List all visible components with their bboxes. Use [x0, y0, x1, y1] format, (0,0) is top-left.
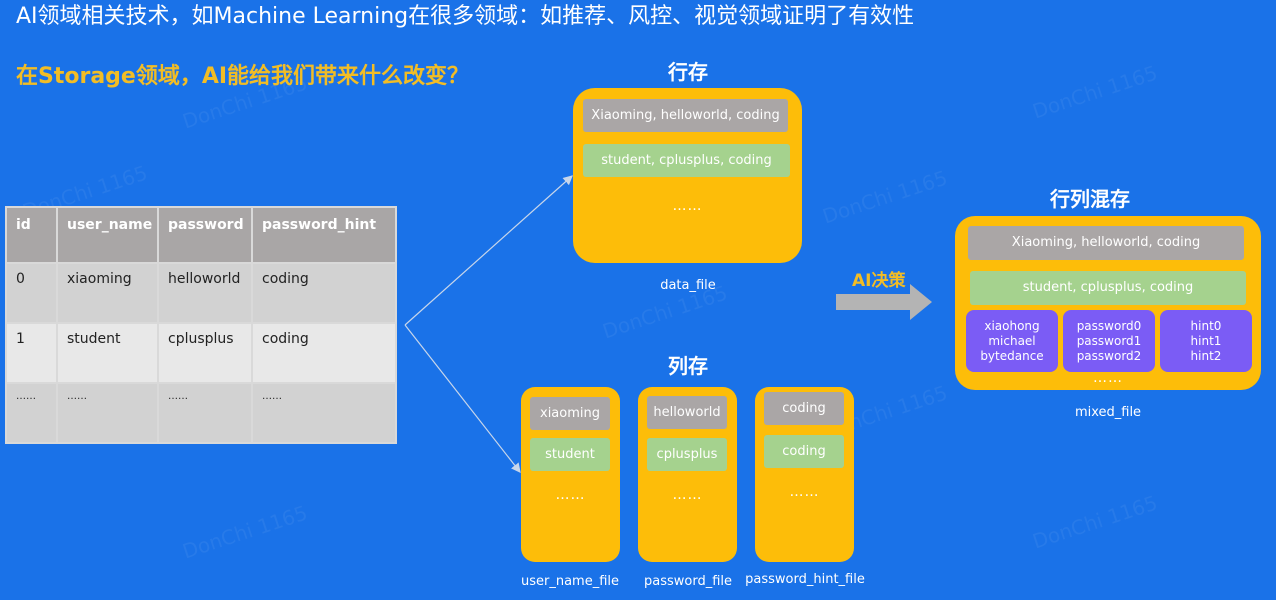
block-value: michael	[988, 334, 1036, 348]
block-value: xiaohong	[984, 319, 1040, 333]
ai-decision-arrow	[836, 284, 932, 320]
column-value: xiaoming	[530, 397, 610, 430]
table-cell: coding	[251, 262, 397, 324]
table-cell: ……	[157, 382, 253, 444]
ellipsis: ……	[672, 487, 703, 503]
column-value: coding	[764, 392, 844, 425]
ellipsis: ……	[555, 487, 586, 503]
user-name-file-label: user_name_file	[520, 574, 620, 589]
table-cell: helloworld	[157, 262, 253, 324]
question-text: 在Storage领域，AI能给我们带来什么改变？	[16, 64, 470, 89]
block-value: hint0	[1190, 319, 1222, 333]
column-header: user_name	[56, 206, 159, 264]
row-record-2: student, cplusplus, coding	[970, 271, 1246, 305]
table-cell: ……	[5, 382, 58, 444]
table-cell: ……	[251, 382, 397, 444]
table-cell: ……	[56, 382, 159, 444]
ai-decision-label: AI决策	[852, 271, 906, 291]
ellipsis: ……	[1093, 370, 1123, 386]
row-record-1: Xiaoming, helloworld, coding	[968, 226, 1244, 260]
column-header: id	[5, 206, 58, 264]
block-value: hint2	[1190, 349, 1222, 363]
row-record-2: student, cplusplus, coding	[583, 144, 790, 177]
column-value: cplusplus	[647, 438, 727, 471]
table-cell: student	[56, 322, 159, 384]
column-value: student	[530, 438, 610, 471]
table-cell: xiaoming	[56, 262, 159, 324]
block-value: hint1	[1190, 334, 1222, 348]
table-row: …… …… …… ……	[5, 382, 397, 444]
column-block-hints: hint0 hint1 hint2	[1160, 310, 1252, 372]
column-header: password_hint	[251, 206, 397, 264]
headline: AI领域相关技术，如Machine Learning在很多领域：如推荐、风控、视…	[16, 4, 915, 29]
column-box-user-name: xiaoming student ……	[521, 387, 620, 562]
column-value: coding	[764, 435, 844, 468]
block-value: password0	[1076, 319, 1142, 333]
block-value: bytedance	[980, 349, 1044, 363]
data-file-label: data_file	[660, 278, 716, 293]
mixed-file-label: mixed_file	[1074, 405, 1142, 420]
table-cell: 1	[5, 322, 58, 384]
password-file-label: password_file	[643, 574, 733, 589]
arrow-to-column-store	[404, 324, 521, 473]
user-table: id user_name password password_hint 0 xi…	[5, 206, 397, 444]
table-cell: coding	[251, 322, 397, 384]
ellipsis: ……	[789, 484, 820, 500]
row-store-title: 行存	[668, 60, 708, 84]
ellipsis: ……	[672, 198, 703, 214]
column-header: password	[157, 206, 253, 264]
table-header-row: id user_name password password_hint	[5, 206, 397, 264]
block-value: password2	[1076, 349, 1142, 363]
column-block-user-names: xiaohong michael bytedance	[966, 310, 1058, 372]
mixed-store-box: Xiaoming, helloworld, coding student, cp…	[955, 216, 1261, 390]
column-box-password: helloworld cplusplus ……	[638, 387, 737, 562]
password-hint-file-label: password_hint_file	[745, 572, 865, 587]
block-value: password1	[1076, 334, 1142, 348]
column-store-title: 列存	[668, 354, 708, 378]
table-cell: cplusplus	[157, 322, 253, 384]
table-row: 0 xiaoming helloworld coding	[5, 262, 397, 324]
mixed-store-title: 行列混存	[1050, 187, 1130, 211]
row-record-1: Xiaoming, helloworld, coding	[583, 99, 788, 132]
column-box-password-hint: coding coding ……	[755, 387, 854, 562]
column-value: helloworld	[647, 396, 727, 429]
table-cell: 0	[5, 262, 58, 324]
arrow-to-row-store	[404, 175, 573, 326]
column-block-passwords: password0 password1 password2	[1063, 310, 1155, 372]
row-store-box: Xiaoming, helloworld, coding student, cp…	[573, 88, 802, 263]
table-row: 1 student cplusplus coding	[5, 322, 397, 384]
